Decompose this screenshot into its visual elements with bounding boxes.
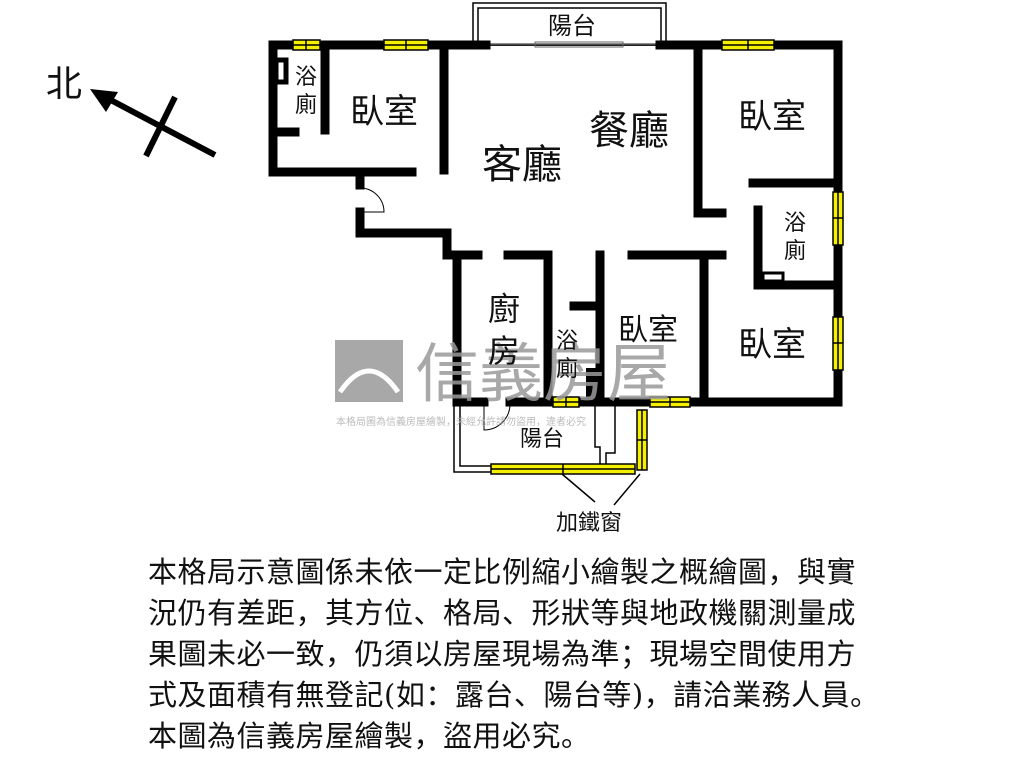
bath-s-label-2: 廁 xyxy=(556,357,578,382)
toilet-icon xyxy=(273,57,289,85)
disclaimer-line: 式及面積有無登記(如：露台、陽台等)，請洽業務人員。 xyxy=(148,678,880,712)
windows xyxy=(292,39,844,475)
bath-e-label-2: 廁 xyxy=(784,239,806,264)
disclaimer-line: 本圖為信義房屋繪製，盜用必究。 xyxy=(148,719,591,753)
bedroom-se-label: 臥室 xyxy=(738,325,806,365)
bath-nw-label-2: 廁 xyxy=(295,93,317,118)
dining-room-label: 餐廳 xyxy=(589,108,669,154)
compass-label: 北 xyxy=(46,64,82,105)
bath-nw-label-1: 浴 xyxy=(295,65,317,90)
disclaimer-line: 果圖未必一致，仍須以房屋現場為準；現場空間使用方 xyxy=(148,637,857,671)
bath-s-label-1: 浴 xyxy=(556,329,578,354)
north-arrow-icon xyxy=(90,89,217,158)
kitchen-label-2: 房 xyxy=(488,332,520,370)
iron-window-label: 加鐵窗 xyxy=(556,511,622,536)
watermark: 信義房屋 本格局圖為信義房屋繪製，未經允許請勿盜用，違者必究 xyxy=(335,338,671,428)
balcony-bottom-label: 陽台 xyxy=(520,427,564,452)
bedroom-s-label: 臥室 xyxy=(618,313,678,348)
top-balcony xyxy=(472,2,667,48)
bottom-balcony xyxy=(453,406,641,506)
svg-text:信義房屋: 信義房屋 xyxy=(415,338,671,412)
disclaimer-line: 況仍有差距，其方位、格局、形狀等與地政機關測量成 xyxy=(148,596,857,630)
toilet-icon xyxy=(761,271,785,283)
svg-text:本格局圖為信義房屋繪製，未經允許請勿盜用，違者必究: 本格局圖為信義房屋繪製，未經允許請勿盜用，違者必究 xyxy=(336,415,586,428)
living-room-label: 客廳 xyxy=(482,142,562,188)
bath-e-label-1: 浴 xyxy=(784,211,806,236)
disclaimer-line: 本格局示意圖係未依一定比例縮小繪製之概繪圖，與實 xyxy=(148,555,857,589)
bedroom-ne-label: 臥室 xyxy=(738,97,806,137)
bedroom-nw-label: 臥室 xyxy=(350,92,418,132)
disclaimer-text: 本格局示意圖係未依一定比例縮小繪製之概繪圖，與實 況仍有差距，其方位、格局、形狀… xyxy=(148,552,988,757)
toilet-icon xyxy=(586,368,598,400)
balcony-top-label: 陽台 xyxy=(548,12,596,40)
kitchen-label-1: 廚 xyxy=(488,290,520,328)
doors xyxy=(359,187,511,431)
